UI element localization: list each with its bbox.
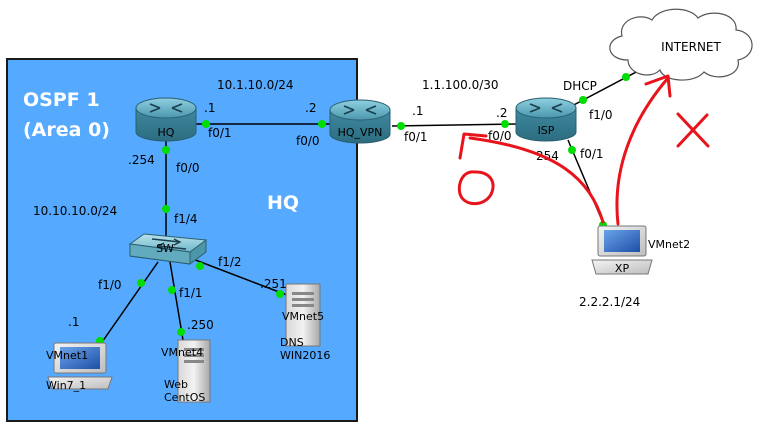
if-sw-f12: f1/2 bbox=[218, 255, 242, 269]
link-dot bbox=[196, 262, 204, 270]
link-sw-win7 bbox=[99, 261, 159, 346]
router-arrows-icon bbox=[529, 103, 563, 113]
if-web-250: .250 bbox=[187, 318, 214, 332]
if-isp-dhcp: DHCP bbox=[563, 79, 597, 93]
link-dot bbox=[397, 122, 405, 130]
if-isp-f00: f0/0 bbox=[488, 129, 512, 143]
link-dot bbox=[622, 73, 630, 81]
host-xp-vmnet: VMnet2 bbox=[648, 238, 690, 251]
router-hq-vpn[interactable]: HQ_VPN bbox=[329, 99, 391, 144]
if-hq-f01: f0/1 bbox=[208, 126, 232, 140]
link-dot bbox=[579, 96, 587, 104]
if-sw-f11: f1/1 bbox=[179, 286, 203, 300]
if-vpn-dot2: .2 bbox=[305, 101, 316, 115]
if-isp-f01: f0/1 bbox=[580, 147, 604, 161]
red-annotations bbox=[457, 74, 710, 226]
red-arrow-to-hqvpn bbox=[468, 136, 605, 224]
host-dns[interactable]: VMnet5 DNS WIN2016 bbox=[280, 283, 330, 362]
router-hq-name: HQ bbox=[158, 126, 175, 139]
if-hq-dot1: .1 bbox=[204, 101, 215, 115]
net-lan: 10.10.10.0/24 bbox=[33, 204, 117, 218]
host-dns-vmnet: VMnet5 bbox=[282, 310, 324, 323]
link-dot bbox=[168, 286, 176, 294]
red-x-cross-icon bbox=[676, 112, 710, 148]
red-arrow-to-internet bbox=[615, 76, 670, 226]
router-hq-vpn-name: HQ_VPN bbox=[338, 126, 383, 139]
links bbox=[99, 69, 641, 346]
if-isp-254: 254 bbox=[536, 149, 559, 163]
link-dot bbox=[568, 146, 576, 154]
host-dns-name: DNS bbox=[280, 336, 304, 349]
internet-cloud: INTERNET bbox=[609, 8, 753, 81]
red-ok-circle-icon bbox=[457, 170, 495, 206]
link-hqvpn-isp bbox=[391, 123, 517, 127]
if-sw-f10: f1/0 bbox=[98, 278, 122, 292]
if-isp-dot2: .2 bbox=[496, 106, 507, 120]
host-win7-name: Win7_1 bbox=[46, 379, 86, 392]
zone-title: OSPF 1 bbox=[23, 89, 100, 111]
site-label: HQ bbox=[267, 192, 299, 214]
host-dns-os: WIN2016 bbox=[280, 349, 330, 362]
host-web-name: Web bbox=[164, 378, 188, 391]
if-vpn-dot1: .1 bbox=[412, 104, 423, 118]
router-arrows-icon bbox=[149, 103, 183, 113]
cloud-label: INTERNET bbox=[661, 40, 721, 54]
if-win7-dot1: .1 bbox=[68, 315, 79, 329]
if-hq-f00: f0/0 bbox=[176, 161, 200, 175]
router-isp[interactable]: ISP bbox=[515, 97, 577, 142]
host-xp-name: XP bbox=[615, 262, 630, 275]
zone-subtitle: (Area 0) bbox=[23, 119, 110, 141]
switch-sw[interactable]: SW bbox=[128, 233, 208, 265]
link-dot bbox=[162, 146, 170, 154]
switch-sw-name: SW bbox=[156, 242, 174, 255]
link-sw-web bbox=[169, 261, 184, 341]
host-web-vmnet: VMnet4 bbox=[161, 346, 203, 359]
if-vpn-f01: f0/1 bbox=[404, 130, 428, 144]
link-dot bbox=[501, 120, 509, 128]
link-dots bbox=[96, 73, 630, 345]
cloud-icon bbox=[609, 8, 753, 81]
if-sw-f14: f1/4 bbox=[174, 212, 198, 226]
host-xp-ip: 2.2.2.1/24 bbox=[579, 295, 640, 309]
host-web[interactable]: VMnet4 Web CentOS bbox=[161, 339, 211, 404]
link-dot bbox=[318, 120, 326, 128]
link-dot bbox=[202, 120, 210, 128]
link-dot bbox=[276, 290, 284, 298]
switch-arrows-icon bbox=[151, 238, 187, 250]
link-dot bbox=[137, 279, 145, 287]
if-isp-f10: f1/0 bbox=[589, 108, 613, 122]
host-xp[interactable]: XP VMnet2 bbox=[591, 225, 690, 275]
router-arrows-icon bbox=[343, 105, 377, 115]
host-win7-vmnet: VMnet1 bbox=[46, 349, 88, 362]
red-arrowhead-internet bbox=[644, 74, 672, 98]
red-arrowhead-hqvpn bbox=[458, 132, 488, 160]
link-dot bbox=[177, 328, 185, 336]
link-dot bbox=[162, 205, 170, 213]
router-hq[interactable]: HQ bbox=[135, 97, 197, 142]
if-dns-251: .251 bbox=[260, 277, 287, 291]
if-vpn-f00: f0/0 bbox=[296, 134, 320, 148]
host-win7[interactable]: VMnet1 Win7_1 bbox=[46, 342, 113, 392]
net-vpn-to-isp: 1.1.100.0/30 bbox=[422, 78, 499, 92]
if-hq-254: .254 bbox=[128, 153, 155, 167]
host-web-os: CentOS bbox=[164, 391, 205, 404]
router-isp-name: ISP bbox=[538, 124, 555, 137]
net-hq-to-vpn: 10.1.10.0/24 bbox=[217, 78, 294, 92]
